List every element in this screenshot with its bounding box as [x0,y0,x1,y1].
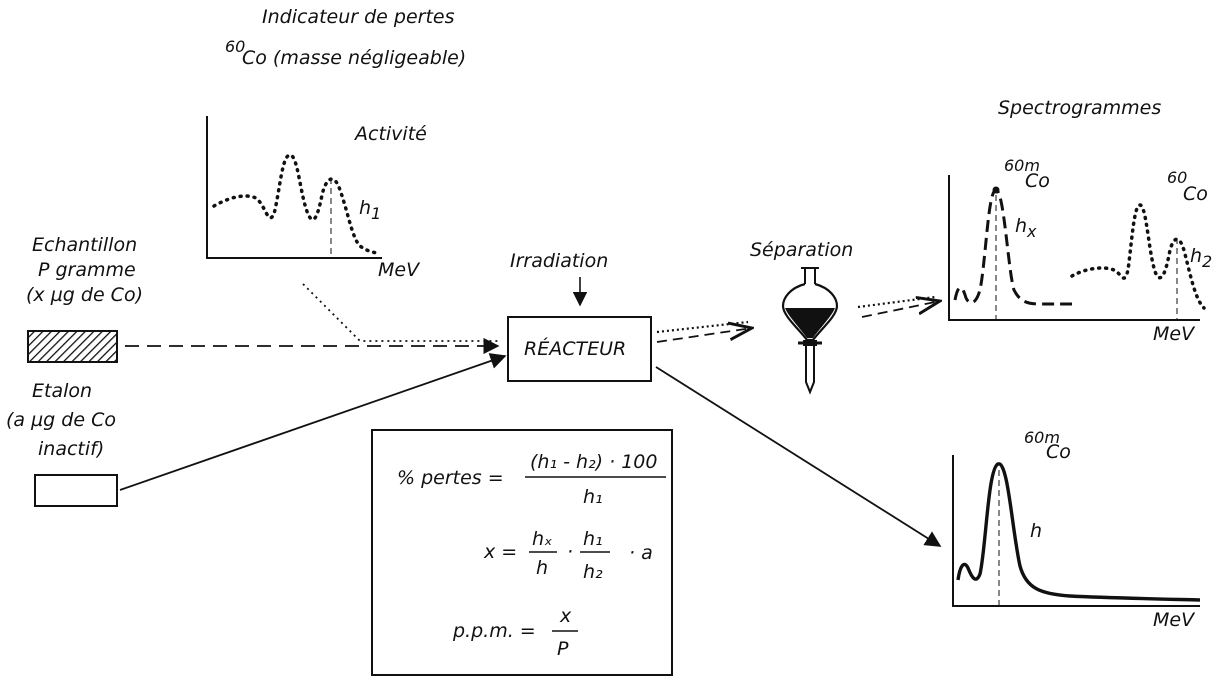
activity-spectrum-curve [212,153,382,256]
spectrograms-axis-label: MeV [1153,323,1196,345]
separation-block: Séparation [750,239,853,395]
standard-co60m-mass-number: 60m [1024,428,1060,447]
co60-spectrum-dotted [1070,203,1206,310]
spectrograms-axes [948,175,1200,321]
x-dot: · [567,541,573,563]
standard-label-line3: inactif) [38,438,104,460]
x-frac1-numerator: hₓ [532,528,552,550]
standard-box [34,474,118,507]
sample-box [27,330,118,363]
losses-formula-denominator: h₁ [583,486,603,508]
loss-indicator-header: Indicateur de pertes 60 Co (masse néglig… [225,6,466,69]
x-frac1-denominator: h [536,557,548,579]
hx-label: hx [1015,215,1037,241]
hx-peak-dot [992,186,1000,194]
separatory-funnel-icon [781,267,839,395]
formulas-box: % pertes = (h₁ - h₂) · 100 h₁ x = hₓ h ·… [371,429,673,676]
co60m-spectrum-dashed [953,188,1072,306]
standard-block: Etalon (a µg de Co inactif) [6,380,118,507]
reactor-to-separation-dotted [656,320,749,334]
separation-to-spectra-dotted [857,295,936,309]
losses-formula-numerator: (h₁ - h₂) · 100 [530,451,657,473]
sample-label-line1: Echantillon [32,234,137,256]
indicator-to-reactor-dotted [302,283,498,342]
standard-spectrum-block: 60m Co h MeV [952,428,1201,631]
irradiation-label: Irradiation [510,250,608,272]
co60m-label: Co [1025,170,1050,192]
x-formula-tail: · a [629,542,653,564]
spectrograms-title: Spectrogrammes [998,97,1161,119]
activity-plot-axes [206,116,382,259]
ppm-numerator: x [559,605,572,627]
h1-label: h1 [359,197,381,223]
loss-indicator-title: Indicateur de pertes [262,6,455,28]
sample-block: Echantillon P gramme (x µg de Co) [26,234,143,363]
standard-spectrum-axes [952,455,1200,607]
standard-spectrum-axis-label: MeV [1153,609,1196,631]
standard-to-reactor-arrow [119,353,507,491]
co60-label-right: Co [1183,183,1208,205]
separation-to-spectra-arrow [861,301,940,318]
activity-plot: Activité h1 MeV [206,116,427,281]
reactor-block: Irradiation RÉACTEUR [507,250,652,382]
sample-label-line2: P gramme [38,259,136,281]
standard-label-line2: (a µg de Co [6,409,116,431]
activity-axis-label: MeV [378,259,421,281]
h2-label: h2 [1190,245,1212,271]
x-frac2-numerator: h₁ [583,528,603,550]
losses-formula-lhs: % pertes = [397,467,504,489]
x-frac2-denominator: h₂ [583,561,603,583]
x-formula-lhs: x = [483,541,517,563]
reactor-to-separation-arrow [656,328,752,343]
ppm-formula-lhs: p.p.m. = [452,620,536,642]
formulas-frame [371,429,673,676]
spectrograms-block: Spectrogrammes 60m Co 60 Co hx h2 MeV [948,97,1212,345]
standard-spectrum-curve [956,462,1201,602]
separation-label: Séparation [750,239,853,261]
sample-label-line3: (x µg de Co) [26,284,143,306]
standard-co60m-label: Co [1046,441,1071,463]
reactor-box [507,316,652,382]
co60m-mass-number: 60m [1004,156,1040,175]
loss-indicator-subtitle: Co (masse négligeable) [242,47,466,69]
co60-mass-number: 60 [225,37,245,56]
activity-label: Activité [353,123,427,145]
reactor-label: RÉACTEUR [524,337,626,360]
ppm-denominator: P [557,638,569,660]
reactor-to-standard-spectrum-arrow [655,366,942,547]
standard-label-line1: Etalon [32,380,92,402]
co60-mass-number-right: 60 [1167,168,1187,187]
h-label: h [1030,520,1042,542]
